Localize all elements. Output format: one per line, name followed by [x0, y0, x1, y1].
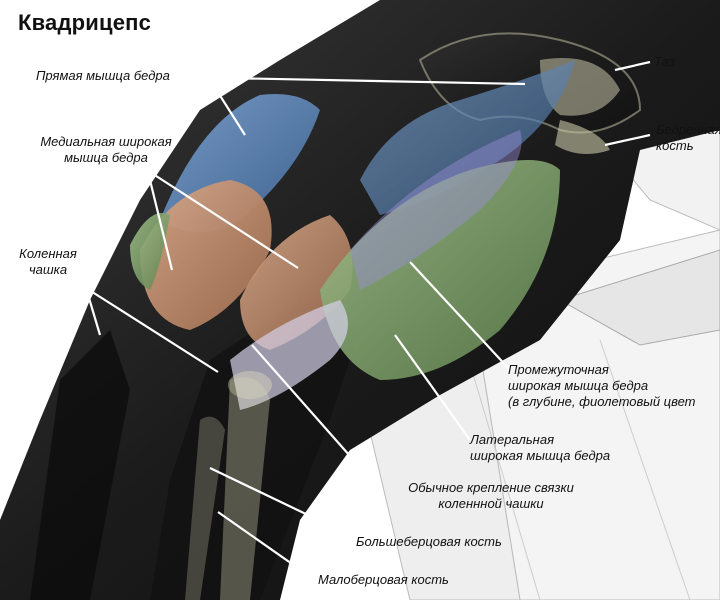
- left-leg-muscles: [130, 94, 320, 330]
- lower-leg-bones: [185, 371, 272, 600]
- right-leg-muscles: [230, 60, 575, 410]
- label-fibula: Малоберцовая кость: [318, 572, 449, 587]
- label-patellar-ligament: Обычное крепление связки коленнной чашки: [408, 480, 574, 511]
- label-vastus-medialis: Медиальная широкая мышца бедра: [40, 134, 172, 165]
- label-patella: Коленная чашка: [19, 246, 77, 277]
- page-title: Квадрицепс: [18, 10, 152, 35]
- label-femur: Бедренная кость: [656, 122, 720, 153]
- label-vastus-lateralis: Латеральная широкая мышца бедра: [470, 432, 611, 463]
- leader-lines: [84, 60, 651, 581]
- label-rectus-femoris: Прямая мышца бедра: [36, 68, 170, 83]
- label-tibia: Большеберцовая кость: [356, 534, 502, 549]
- label-vastus-intermedius: Промежуточная широкая мышца бедра (в глу…: [508, 362, 696, 409]
- label-pelvis: Таз: [654, 54, 675, 69]
